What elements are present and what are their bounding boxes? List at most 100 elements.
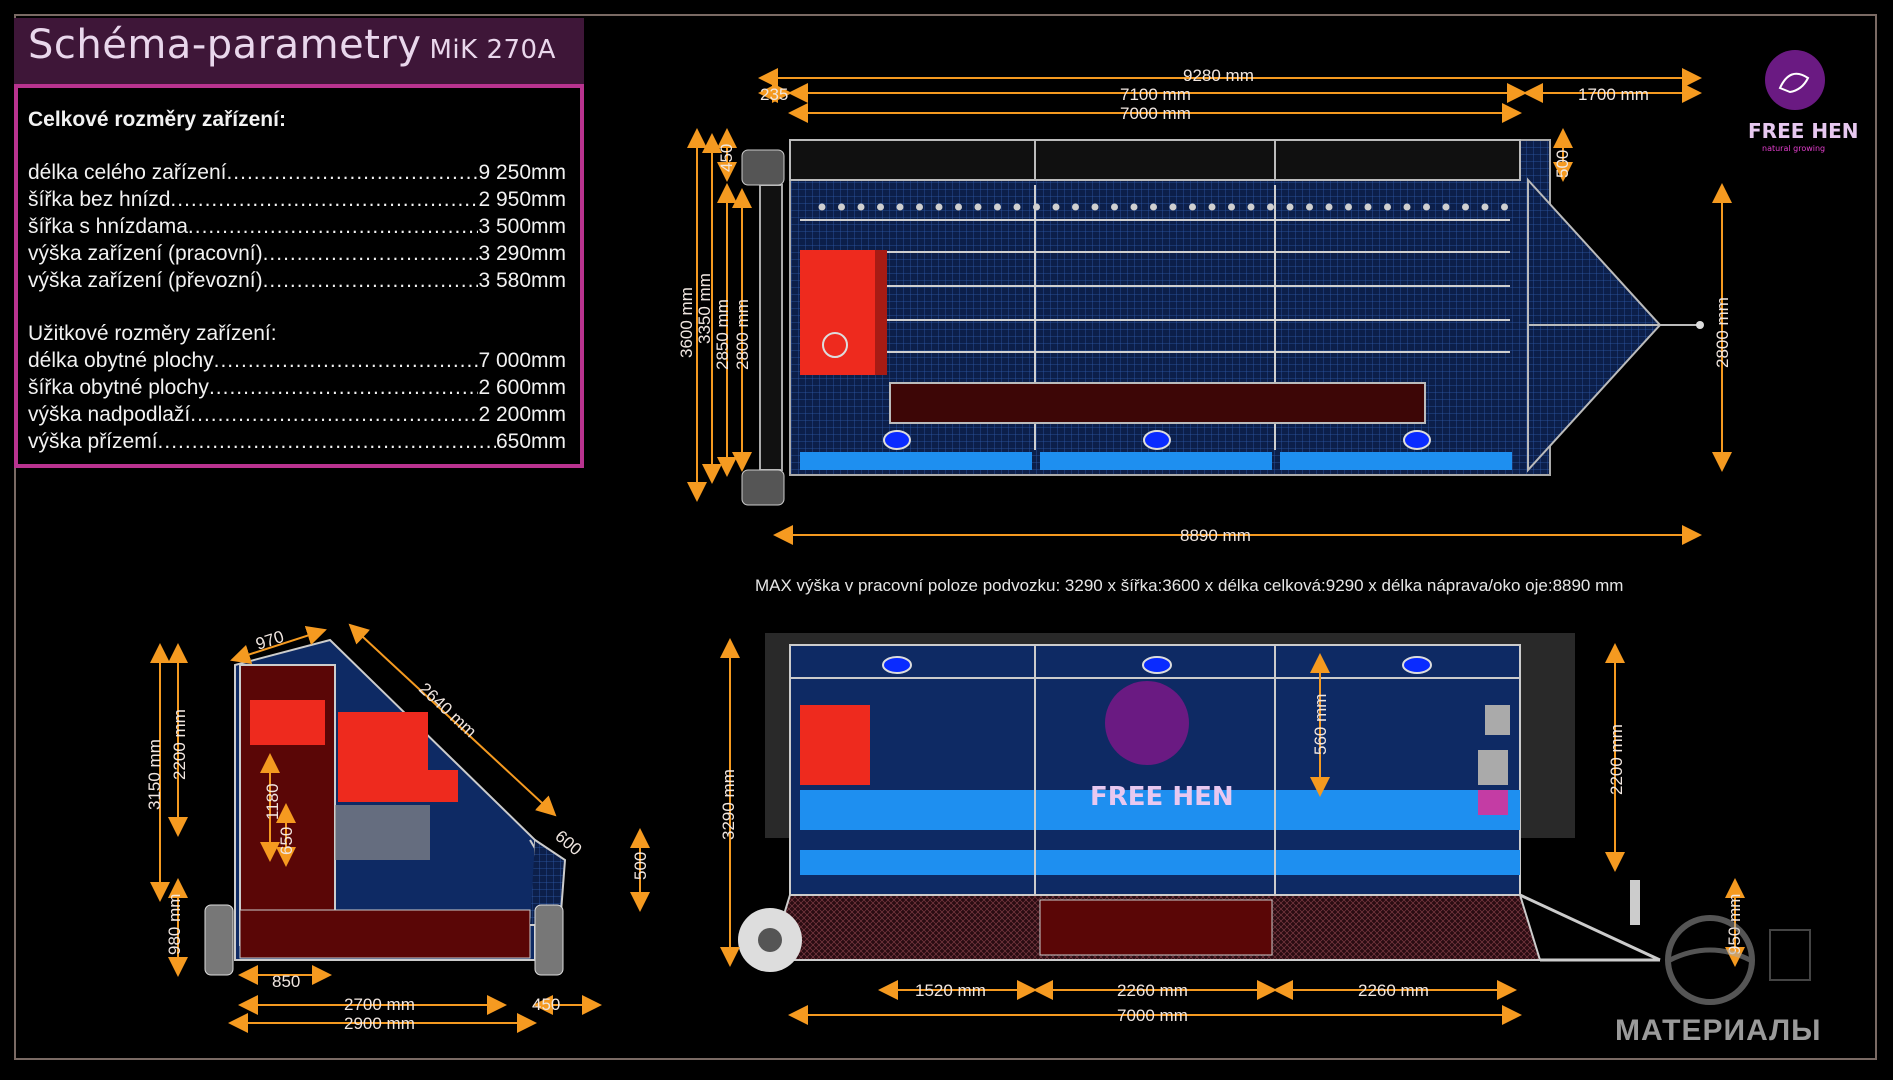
- spec-row: šířka bez hnízd.........................…: [28, 187, 566, 212]
- feeder-dot: [1462, 203, 1469, 211]
- spec-value: 2 950mm: [478, 188, 566, 211]
- feeder-dot: [1306, 203, 1313, 211]
- feeder-dot: [818, 203, 826, 211]
- feeder-dot: [1208, 203, 1216, 211]
- dim-560: 560 mm: [1311, 694, 1330, 755]
- feeder-dot: [838, 203, 845, 211]
- dim-450-end: 450: [532, 995, 560, 1014]
- dim-1700: 1700 mm: [1578, 85, 1649, 104]
- feeder-dot: [955, 203, 962, 211]
- spec-label: výška zařízení (pracovní): [28, 242, 263, 265]
- spec-value: 3 580mm: [478, 269, 566, 292]
- spec-label: šířka s hnízdama: [28, 215, 188, 238]
- spec-label: délka celého zařízení: [28, 161, 227, 184]
- feeder-dot: [1267, 203, 1274, 211]
- feeder-dot: [1403, 203, 1411, 211]
- feeder-dot: [1150, 203, 1157, 211]
- spec-row: výška nadpodlaží........................…: [28, 402, 566, 427]
- usable-heading: Užitkové rozměry zařízení:: [28, 322, 277, 345]
- feeder-dot: [1384, 203, 1391, 211]
- dot-leader: ........................................…: [170, 188, 479, 211]
- side-view: FREE HEN 3290 mm 560 mm 2: [719, 633, 1745, 1025]
- spec-value: 3 290mm: [478, 242, 566, 265]
- dim-3600: 3600 mm: [677, 287, 696, 358]
- title-banner: [14, 18, 584, 84]
- feeder-dot: [1169, 203, 1177, 211]
- spec-row: výška zařízení (pracovní)...............…: [28, 241, 566, 266]
- dim-970: 970: [253, 627, 286, 654]
- feeder-dot: [916, 203, 923, 211]
- spec-panel: [14, 84, 584, 468]
- dim-2850: 2850 mm: [713, 299, 732, 370]
- feeder-dot: [877, 203, 884, 211]
- dot-leader: ........................................…: [262, 269, 479, 292]
- dim-2260-a: 2260 mm: [1117, 981, 1188, 1000]
- spec-row: šířka obytné plochy.....................…: [28, 375, 566, 400]
- feeder-dot: [1033, 203, 1040, 211]
- dim-650: 650: [277, 827, 296, 855]
- feeder-dot: [1501, 203, 1508, 211]
- watermark: МАТЕРИАЛЫ: [1615, 1014, 1822, 1047]
- feeder-dot: [1325, 203, 1333, 211]
- dim-2900: 2900 mm: [344, 1014, 415, 1033]
- logo-subtext: natural growing: [1762, 144, 1825, 153]
- dim-3150: 3150 mm: [145, 739, 164, 810]
- dim-2200-side: 2200 mm: [1607, 724, 1626, 795]
- feeder-dot: [1072, 203, 1079, 211]
- feeder-dot: [1423, 203, 1430, 211]
- spec-label: šířka obytné plochy: [28, 376, 209, 399]
- feeder-dot: [1364, 203, 1372, 211]
- max-dimensions-note: MAX výška v pracovní poloze podvozku: 32…: [755, 576, 1624, 595]
- dim-1180: 1180: [263, 783, 282, 820]
- spec-value: 2 200mm: [478, 403, 566, 426]
- dim-9280: 9280 mm: [1183, 66, 1254, 85]
- logo-text: FREE HEN: [1748, 119, 1859, 143]
- dim-450-top: 450: [717, 144, 736, 172]
- feeder-dot: [1052, 203, 1060, 211]
- drawing-frame: [14, 14, 1877, 1060]
- dim-850: 850: [272, 972, 300, 991]
- spec-label: délka obytné plochy: [28, 349, 214, 372]
- spec-value: 2 600mm: [478, 376, 566, 399]
- dim-2200-end: 2200 mm: [170, 709, 189, 780]
- dim-2800: 2800 mm: [733, 299, 752, 370]
- spec-label: výška zařízení (převozní): [28, 269, 263, 292]
- feeder-dot: [1130, 203, 1138, 211]
- spec-row: šířka s hnízdama........................…: [28, 214, 566, 239]
- free-hen-logo: FREE HEN natural growing: [1748, 50, 1859, 153]
- dim-500-end: 500: [631, 852, 650, 880]
- spec-row: délka obytné plochy.....................…: [28, 348, 566, 373]
- spec-row: délka celého zařízení...................…: [28, 160, 566, 185]
- dot-leader: ........................................…: [187, 215, 479, 238]
- dot-leader: ........................................…: [226, 161, 479, 184]
- dim-2800-right: 2800 mm: [1713, 297, 1732, 368]
- dim-7000-side: 7000 mm: [1117, 1006, 1188, 1025]
- dot-leader: ........................................…: [190, 403, 478, 426]
- side-logo-text: FREE HEN: [1090, 782, 1234, 812]
- feeder-dot: [974, 203, 982, 211]
- feeder-dot: [1481, 203, 1489, 211]
- top-view: 9280 mm 235 7100 mm 7000 mm 1700 mm 8890…: [677, 66, 1732, 545]
- spec-value: 650mm: [495, 430, 566, 453]
- feeder-dot: [1442, 203, 1450, 211]
- dim-3350: 3350 mm: [695, 273, 714, 344]
- feeder-dot: [935, 203, 943, 211]
- dim-8890: 8890 mm: [1180, 526, 1251, 545]
- feeder-dot: [1228, 203, 1235, 211]
- feeder-dot: [1247, 203, 1255, 211]
- spec-value: 7 000mm: [478, 349, 566, 372]
- model-name: MiK 270A: [429, 35, 556, 65]
- feeder-dot: [1286, 203, 1294, 211]
- spec-row: výška zařízení (převozní)...............…: [28, 268, 566, 293]
- spec-label: šířka bez hnízd: [28, 188, 171, 211]
- spec-value: 3 500mm: [478, 215, 566, 238]
- dim-7000-top: 7000 mm: [1120, 104, 1191, 123]
- dot-leader: ........................................…: [208, 376, 479, 399]
- dim-980: 980 mm: [165, 894, 184, 955]
- dot-leader: ........................................…: [157, 430, 496, 453]
- feeder-dot: [896, 203, 904, 211]
- dim-500-top: 500: [1553, 150, 1572, 178]
- end-view: 970 2640 mm 3150 mm 2200 mm 1180 650 600…: [145, 623, 650, 1033]
